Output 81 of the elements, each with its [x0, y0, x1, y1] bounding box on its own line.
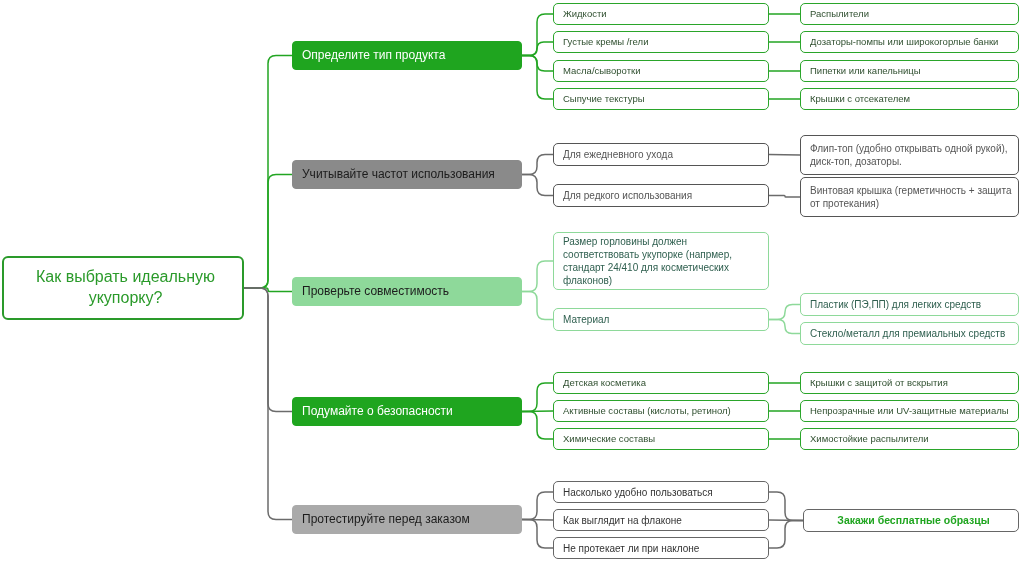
call-to-action-box: [803, 509, 1019, 532]
node-text: Размер горловины должен соответствовать укупорке (напрмер, стандарт 24/410 для косметических флаконов): [563, 235, 733, 287]
node-text: Подумайте о безопасности: [302, 403, 453, 420]
option-box: [553, 60, 769, 82]
connector-line: [521, 518, 554, 549]
option-box: [553, 308, 769, 331]
answer-box: [800, 177, 1019, 217]
answer-box: [800, 88, 1019, 110]
option-box: [553, 3, 769, 25]
option-box: [553, 372, 769, 394]
answer-box: [800, 60, 1019, 82]
node-text: Закажи бесплатные образцы: [837, 513, 990, 528]
answer-box: [800, 293, 1019, 316]
option-box: [553, 143, 769, 166]
node-text: Флип-топ (удобно открывать одной рукой), диск-топ, дозаторы.: [810, 142, 1009, 168]
connector-line: [521, 173, 554, 197]
option-box: [553, 428, 769, 450]
connector-line: [521, 54, 554, 100]
option-box: [553, 509, 769, 531]
connector-line: [768, 194, 801, 198]
connector-line: [521, 410, 554, 440]
topic-box: [2, 256, 244, 320]
node-text: Как выбрать идеальную укупорку?: [35, 267, 216, 308]
answer-box: [800, 400, 1019, 422]
connector-line: [768, 318, 801, 335]
node-text: Материал: [563, 313, 610, 326]
node-text: Дозаторы-помпы или широкогорлые банки: [810, 35, 999, 49]
category-box: [292, 160, 522, 189]
node-text: Детская косметика: [563, 376, 646, 390]
option-box: [553, 88, 769, 110]
connector-line: [768, 438, 801, 440]
connector-line: [243, 287, 293, 521]
node-text: Как выглядит на флаконе: [563, 513, 682, 527]
node-text: Определите тип продукта: [302, 47, 446, 64]
node-text: Химические составы: [563, 432, 656, 446]
node-text: Густые кремы /гели: [563, 35, 649, 49]
category-box: [292, 505, 522, 534]
option-box: [553, 232, 769, 290]
connector-line: [768, 382, 801, 384]
node-text: Крышки с отсекателем: [810, 92, 911, 106]
node-text: Учитывайте частот использования: [302, 166, 495, 183]
answer-box: [800, 428, 1019, 450]
node-text: Не протекает ли при наклоне: [563, 541, 700, 555]
node-text: Масла/сыворотки: [563, 64, 641, 78]
node-text: Непрозрачные или UV-защитные материалы: [810, 404, 1009, 418]
connector-line: [768, 13, 801, 15]
node-text: Активные составы (кислоты, ретинол): [563, 404, 731, 418]
category-box: [292, 41, 522, 70]
node-text: Пластик (ПЭ,ПП) для легких средств: [810, 298, 982, 311]
node-text: Химостойкие распылители: [810, 432, 929, 446]
connector-line: [768, 519, 804, 549]
option-box: [553, 481, 769, 503]
node-text: Пипетки или капельницы: [810, 64, 921, 78]
connector-line: [521, 290, 554, 321]
category-box: [292, 397, 522, 426]
node-text: Сыпучие текстуры: [563, 92, 645, 106]
option-box: [553, 537, 769, 559]
node-text: Протестируйте перед заказом: [302, 511, 470, 528]
node-text: Крышки с защитой от вскрытия: [810, 376, 948, 390]
option-box: [553, 184, 769, 207]
connector-line: [768, 153, 801, 156]
node-text: Жидкости: [563, 7, 607, 21]
answer-box: [800, 3, 1019, 25]
option-box: [553, 400, 769, 422]
node-text: Распылители: [810, 7, 869, 21]
node-text: Насколько удобно пользоваться: [563, 485, 713, 499]
category-box: [292, 277, 522, 306]
answer-box: [800, 322, 1019, 345]
connector-line: [768, 98, 801, 100]
option-box: [553, 31, 769, 53]
node-text: Для редкого использования: [563, 189, 693, 202]
connector-line: [768, 410, 801, 412]
node-text: Стекло/металл для премиальных средств: [810, 327, 1006, 340]
node-text: Проверьте совместимость: [302, 283, 450, 300]
answer-box: [800, 31, 1019, 53]
node-text: Винтовая крышка (герметичность + защита от протекания): [810, 184, 1013, 210]
answer-box: [800, 372, 1019, 394]
answer-box: [800, 135, 1019, 175]
connector-line: [768, 41, 801, 43]
connector-line: [768, 70, 801, 72]
node-text: Для ежедневного ухода: [563, 148, 673, 161]
